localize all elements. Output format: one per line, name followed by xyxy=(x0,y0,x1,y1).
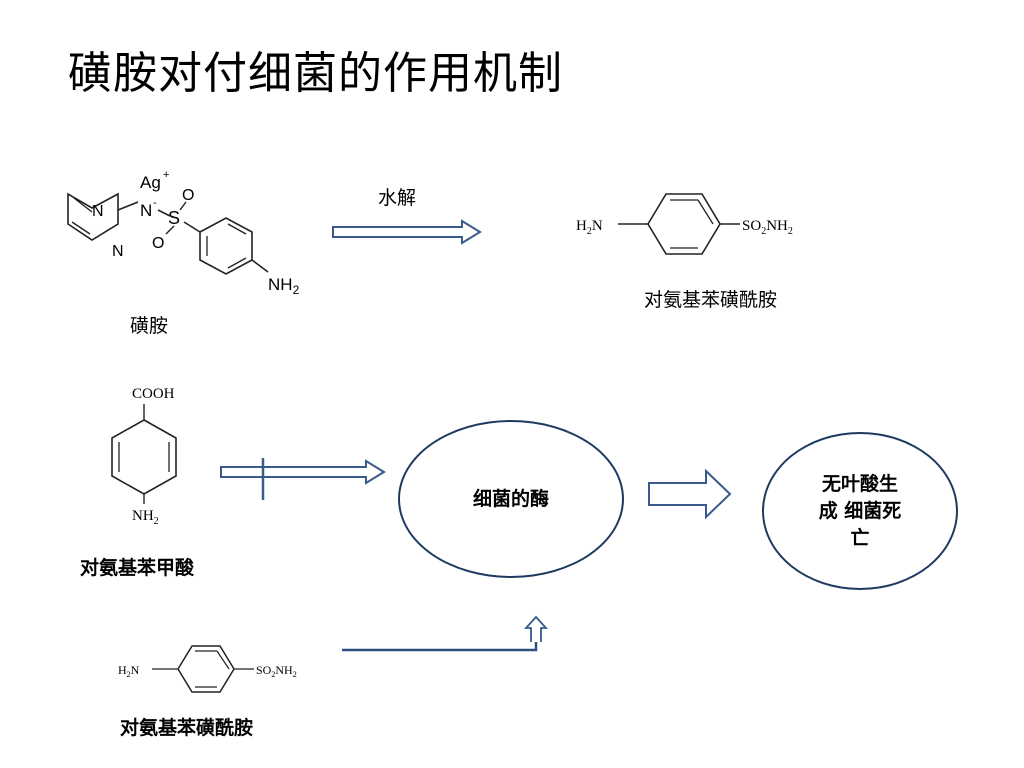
hydrolysis-arrow-label: 水解 xyxy=(378,187,417,209)
svg-text:H2N: H2N xyxy=(118,663,140,679)
paba-structure: COOH NH2 xyxy=(111,386,177,526)
oxygen-top: O xyxy=(182,187,194,204)
svg-text:SO2NH2: SO2NH2 xyxy=(256,663,297,679)
paba-amine-label: NH2 xyxy=(132,508,159,526)
hydrolysis-arrow xyxy=(332,219,482,245)
ring-n-bottom: N xyxy=(112,243,124,260)
paba-label: 对氨基苯甲酸 xyxy=(80,557,195,579)
enzyme-label: 细菌的酶 xyxy=(472,488,549,510)
sulfanilamide-product-label: 对氨基苯磺酰胺 xyxy=(644,289,778,311)
sulfanilamide-inhibitor-label: 对氨基苯磺酰胺 xyxy=(120,717,254,739)
inhibitor-to-enzyme-arrow xyxy=(342,615,549,652)
bacterial-enzyme-node: 细菌的酶 xyxy=(398,420,624,578)
silver-sulfadiazine-structure: N N Ag + N - S O O NH2 xyxy=(67,169,300,297)
amine-label: NH2 xyxy=(268,275,300,297)
paba-to-enzyme-arrow xyxy=(220,458,386,500)
ring-n-top: N xyxy=(92,203,104,220)
slide-title: 磺胺对付细菌的作用机制 xyxy=(68,48,563,99)
enzyme-to-outcome-arrow xyxy=(648,468,732,520)
sulfanilamide-product-structure: H2N SO2NH2 xyxy=(576,193,793,255)
outcome-text: 无叶酸生 成 细菌死 亡 xyxy=(818,472,902,549)
sulfonamide-label: 磺胺 xyxy=(130,315,169,337)
n-charge: - xyxy=(153,197,157,209)
oxygen-bottom: O xyxy=(152,235,164,252)
n-minus: N xyxy=(140,201,152,220)
sulfur: S xyxy=(168,208,180,228)
svg-text:SO2NH2: SO2NH2 xyxy=(742,218,793,237)
carboxyl-label: COOH xyxy=(132,386,175,402)
ag-charge: + xyxy=(163,169,169,181)
outcome-node: 无叶酸生 成 细菌死 亡 xyxy=(762,432,958,590)
ag-symbol: Ag xyxy=(140,173,161,192)
svg-text:H2N: H2N xyxy=(576,218,603,237)
sulfanilamide-inhibitor-structure: H2N SO2NH2 xyxy=(118,645,297,693)
